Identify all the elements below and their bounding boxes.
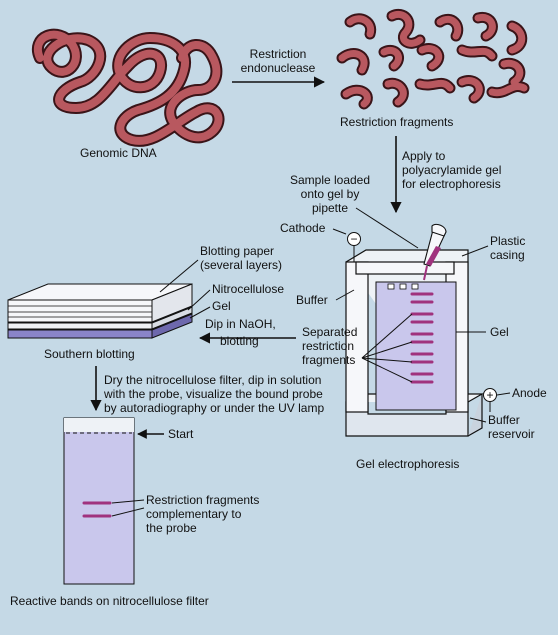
restriction-fragments-cluster (336, 9, 530, 110)
apply-gel-line2: polyacrylamide gel (402, 163, 501, 177)
plastic-casing-line1: Plastic (490, 234, 525, 248)
sample-loaded-line3: pipette (312, 201, 348, 215)
gel-bands (410, 292, 434, 384)
buffer-reservoir-line2: reservoir (488, 427, 535, 441)
complementary-line1: Restriction fragments (146, 493, 259, 507)
cathode-minus: − (350, 232, 357, 246)
restriction-fragments-label: Restriction fragments (340, 115, 453, 129)
sample-loaded-line1: Sample loaded (290, 173, 370, 187)
blotting-paper-line2: (several layers) (200, 258, 282, 272)
dry-line1: Dry the nitrocellulose filter, dip in so… (104, 373, 321, 387)
separated-line1: Separated (302, 325, 357, 339)
southern-blotting-label: Southern blotting (44, 347, 135, 361)
separated-line3: fragments (302, 353, 355, 367)
restriction-endonuclease-line2: endonuclease (241, 61, 316, 75)
genomic-dna-label: Genomic DNA (80, 146, 157, 160)
blotting-stack (7, 283, 193, 339)
nitrocellulose-filter (63, 417, 135, 585)
cathode-terminal (347, 232, 361, 246)
start-label: Start (168, 427, 194, 441)
buffer-reservoir-line1: Buffer (488, 413, 520, 427)
complementary-line3: the probe (146, 521, 197, 535)
blotting-paper-line1: Blotting paper (200, 244, 274, 258)
plastic-casing-line2: casing (490, 248, 525, 262)
anode-label: Anode (512, 386, 547, 400)
separated-leaders (361, 313, 413, 383)
apply-gel-line1: Apply to (402, 149, 446, 163)
cathode-label: Cathode (280, 221, 326, 235)
reactive-bands-label: Reactive bands on nitrocellulose filter (10, 594, 209, 608)
apply-gel-line3: for electrophoresis (402, 177, 501, 191)
separated-line2: restriction (302, 339, 354, 353)
anode-terminal (483, 388, 497, 402)
gel-electrophoresis-label: Gel electrophoresis (356, 457, 459, 471)
dip-naoh-line1: Dip in NaOH, (205, 317, 276, 331)
electrophoresis-apparatus: − + (345, 223, 497, 437)
genomic-dna-strand (32, 28, 225, 147)
gel-small-label: Gel (212, 299, 231, 313)
buffer-label: Buffer (296, 293, 328, 307)
anode-plus: + (486, 388, 493, 402)
sample-loaded-leader (355, 207, 419, 249)
nitrocellulose-label: Nitrocellulose (212, 282, 284, 296)
pipette (423, 223, 447, 281)
dry-line3: by autoradiography or under the UV lamp (104, 401, 324, 415)
dip-naoh-line2: blotting (220, 334, 259, 348)
restriction-endonuclease-line1: Restriction (250, 47, 307, 61)
sample-loaded-line2: onto gel by (301, 187, 360, 201)
gel-right-label: Gel (490, 325, 509, 339)
complementary-line2: complementary to (146, 507, 242, 521)
dry-line2: with the probe, visualize the bound prob… (103, 387, 323, 401)
